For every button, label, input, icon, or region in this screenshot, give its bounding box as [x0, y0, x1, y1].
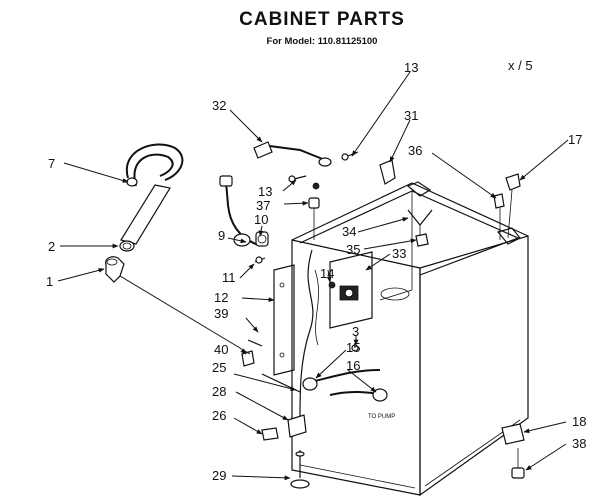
part-31-hinge [379, 159, 396, 185]
part-7-curved-hose [125, 143, 184, 187]
part-17-clip [505, 173, 521, 239]
label-36: 36 [408, 143, 422, 158]
part-2-clamp [119, 240, 135, 252]
label-18: 18 [572, 414, 586, 429]
label-35: 35 [346, 242, 360, 257]
part-37-plug [308, 197, 320, 240]
part-40-clip [241, 350, 255, 367]
label-32: 32 [212, 98, 226, 113]
label-3: 3 [352, 324, 359, 339]
label-14: 14 [320, 266, 334, 281]
part-13-screw-mid [288, 175, 307, 183]
part-11-screw [254, 256, 266, 264]
label-10: 10 [254, 212, 268, 227]
label-11: 11 [222, 270, 236, 285]
part-number-labels: 7 2 1 32 13 31 17 36 13 37 10 9 11 12 34… [46, 60, 586, 483]
part-10-valve [255, 231, 269, 247]
part-28-bracket [287, 414, 307, 438]
label-26: 26 [212, 408, 226, 423]
label-9: 9 [218, 228, 225, 243]
label-16: 16 [346, 358, 360, 373]
cabinet [291, 181, 529, 497]
leader-lines [57, 71, 569, 481]
label-7: 7 [48, 156, 55, 171]
part-9-valve-hose [219, 175, 259, 247]
label-33: 33 [392, 246, 406, 261]
part-35-grommet [415, 233, 429, 247]
label-1: 1 [46, 274, 53, 289]
part-1-elbow [105, 256, 125, 283]
label-29: 29 [212, 468, 226, 483]
page-title: CABINET PARTS [239, 9, 405, 30]
label-37: 37 [256, 198, 270, 213]
page-mark: x / 5 [508, 58, 533, 73]
label-38: 38 [572, 436, 586, 451]
part-36-bolt [493, 193, 505, 240]
label-13-top: 13 [404, 60, 418, 75]
part-16-hose [329, 388, 388, 402]
label-13-mid: 13 [258, 184, 272, 199]
straight-hose [120, 184, 171, 245]
part-12-panel [273, 264, 295, 376]
part-14-switch [328, 281, 336, 289]
part-29-leveling-leg [290, 450, 310, 489]
part-15-hose [302, 369, 381, 391]
pump-note: TO PUMP [368, 414, 395, 420]
label-25: 25 [212, 360, 226, 375]
part-13-screw-top [341, 151, 359, 161]
part-38-leg-bolt [511, 448, 525, 479]
label-39: 39 [214, 306, 228, 321]
label-12: 12 [214, 290, 228, 305]
label-40: 40 [214, 342, 228, 357]
label-2: 2 [48, 239, 55, 254]
model-subtitle: For Model: 110.81125100 [267, 36, 378, 47]
wire-harness-front [299, 249, 319, 421]
label-34: 34 [342, 224, 356, 239]
part-33-control-box [329, 251, 373, 329]
label-15: 15 [346, 340, 360, 355]
part-26-bolt [261, 427, 279, 441]
label-31: 31 [404, 108, 418, 123]
label-17: 17 [568, 132, 582, 147]
part-18-bracket [501, 423, 525, 445]
part-39-screw [247, 339, 263, 347]
label-28: 28 [212, 384, 226, 399]
part-32-wire-harness [253, 141, 332, 190]
